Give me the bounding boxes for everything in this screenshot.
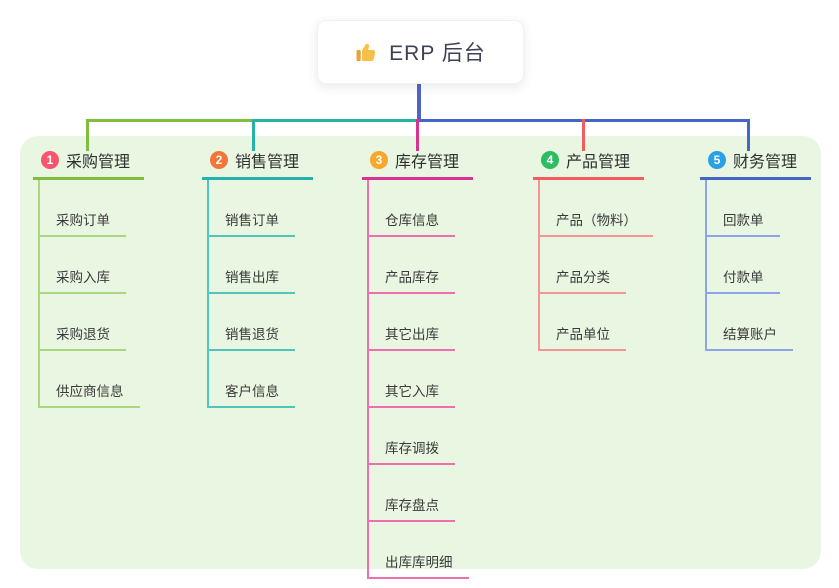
root-node[interactable]: ERP 后台	[317, 20, 524, 84]
mindmap-background-panel	[20, 136, 821, 569]
connector-drop	[582, 119, 585, 151]
branch-label: 库存管理	[395, 154, 460, 171]
child-node: 付款单	[707, 237, 780, 294]
child-label[interactable]: 出库库明细	[385, 555, 453, 570]
child-label[interactable]: 仓库信息	[385, 213, 439, 228]
child-label[interactable]: 付款单	[723, 270, 764, 285]
connector-drop	[86, 119, 89, 151]
child-label[interactable]: 产品单位	[556, 327, 610, 342]
child-label[interactable]: 销售出库	[225, 270, 279, 285]
branch-column: 3 库存管理 仓库信息产品库存其它出库其它入库库存调拨库存盘点出库库明细	[362, 146, 474, 579]
child-node: 供应商信息	[40, 351, 140, 408]
child-label[interactable]: 客户信息	[225, 384, 279, 399]
branch-children-list: 产品（物料） 产品分类产品单位	[538, 180, 653, 351]
branch-number-badge: 3	[370, 151, 388, 169]
child-label[interactable]: 供应商信息	[56, 384, 124, 399]
branch-label: 销售管理	[235, 154, 300, 171]
child-node: 采购退货	[40, 294, 126, 351]
branch-children-list: 回款单付款单结算账户	[705, 180, 811, 351]
branch-node[interactable]: 5 财务管理	[700, 146, 812, 180]
child-label[interactable]: 销售退货	[225, 327, 279, 342]
connector-drop	[252, 119, 255, 151]
child-node: 出库库明细	[369, 522, 469, 579]
branch-column: 2 销售管理 销售订单销售出库销售退货客户信息	[202, 146, 314, 408]
child-node: 采购订单	[40, 180, 126, 237]
branch-node[interactable]: 2 销售管理	[202, 146, 314, 180]
thumbs-up-icon	[355, 40, 379, 64]
child-label[interactable]: 库存调拨	[385, 441, 439, 456]
child-label[interactable]: 产品（物料）	[556, 213, 637, 228]
root-stem-line	[417, 82, 421, 121]
child-label[interactable]: 采购退货	[56, 327, 110, 342]
branch-column: 1 采购管理 采购订单采购入库采购退货供应商信息	[33, 146, 145, 408]
child-node: 销售退货	[209, 294, 295, 351]
child-node: 产品（物料）	[540, 180, 653, 237]
child-node: 回款单	[707, 180, 780, 237]
child-label[interactable]: 采购订单	[56, 213, 110, 228]
child-node: 库存调拨	[369, 408, 455, 465]
branch-number-badge: 2	[210, 151, 228, 169]
child-label[interactable]: 其它入库	[385, 384, 439, 399]
branch-children-list: 仓库信息产品库存其它出库其它入库库存调拨库存盘点出库库明细	[367, 180, 473, 579]
child-label[interactable]: 销售订单	[225, 213, 279, 228]
branch-number-badge: 4	[541, 151, 559, 169]
connector-drop	[747, 119, 750, 151]
trunk-segment	[86, 119, 253, 122]
child-node: 仓库信息	[369, 180, 455, 237]
child-label[interactable]: 采购入库	[56, 270, 110, 285]
child-label[interactable]: 产品库存	[385, 270, 439, 285]
child-label[interactable]: 产品分类	[556, 270, 610, 285]
branch-label: 产品管理	[566, 154, 631, 171]
child-node: 客户信息	[209, 351, 295, 408]
branch-children-list: 销售订单销售出库销售退货客户信息	[207, 180, 313, 408]
branch-label: 采购管理	[66, 154, 131, 171]
child-label[interactable]: 库存盘点	[385, 498, 439, 513]
child-node: 产品单位	[540, 294, 626, 351]
child-label[interactable]: 结算账户	[723, 327, 777, 342]
child-node: 销售出库	[209, 237, 295, 294]
child-label[interactable]: 回款单	[723, 213, 764, 228]
branch-children-list: 采购订单采购入库采购退货供应商信息	[38, 180, 144, 408]
child-label[interactable]: 其它出库	[385, 327, 439, 342]
child-node: 库存盘点	[369, 465, 455, 522]
branch-node[interactable]: 1 采购管理	[33, 146, 145, 180]
child-node: 其它入库	[369, 351, 455, 408]
child-node: 采购入库	[40, 237, 126, 294]
branch-number-badge: 5	[708, 151, 726, 169]
child-node: 销售订单	[209, 180, 295, 237]
branch-label: 财务管理	[733, 154, 798, 171]
child-node: 其它出库	[369, 294, 455, 351]
child-node: 产品库存	[369, 237, 455, 294]
connector-drop	[416, 119, 419, 151]
branch-number-badge: 1	[41, 151, 59, 169]
root-node-label: ERP 后台	[389, 42, 486, 65]
child-node: 产品分类	[540, 237, 626, 294]
branch-node[interactable]: 4 产品管理	[533, 146, 645, 180]
child-node: 结算账户	[707, 294, 793, 351]
branch-column: 4 产品管理 产品（物料） 产品分类产品单位	[533, 146, 653, 351]
branch-node[interactable]: 3 库存管理	[362, 146, 474, 180]
branch-column: 5 财务管理 回款单付款单结算账户	[700, 146, 812, 351]
trunk-segment	[253, 119, 419, 122]
